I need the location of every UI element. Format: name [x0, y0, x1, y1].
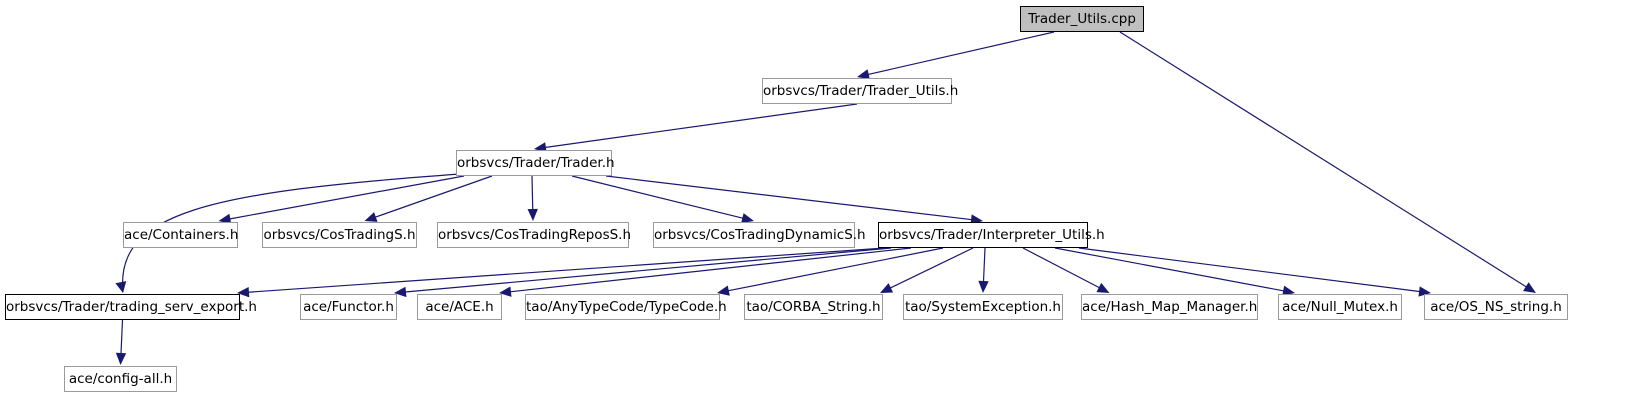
graph-node-ace_os_ns_string_h[interactable]: ace/OS_NS_string.h: [1424, 294, 1568, 320]
edge-arrowhead: [115, 281, 127, 293]
graph-node-tao_corba_string_h[interactable]: tao/CORBA_String.h: [744, 294, 883, 320]
edge-line: [605, 175, 973, 221]
edge-line: [727, 247, 944, 292]
graph-node-label: orbsvcs/CosTradingS.h: [263, 227, 416, 243]
graph-node-label: orbsvcs/Trader/Trader.h: [457, 155, 615, 171]
edge-line: [1078, 247, 1421, 293]
graph-node-ace_null_mutex_h[interactable]: ace/Null_Mutex.h: [1278, 294, 1402, 320]
edge-arrowhead: [499, 286, 512, 297]
graph-node-cos_trading_repos_s_h[interactable]: orbsvcs/CosTradingReposS.h: [437, 222, 632, 248]
graph-node-ace_containers_h[interactable]: ace/Containers.h: [123, 222, 238, 248]
edge-arrowhead: [527, 208, 538, 221]
graph-node-trader_h[interactable]: orbsvcs/Trader/Trader.h: [456, 150, 615, 176]
edge-arrowhead: [394, 286, 407, 298]
edge-line: [121, 173, 461, 293]
edge-arrowhead: [364, 212, 378, 222]
graph-node-ace_hash_map_manager_h[interactable]: ace/Hash_Map_Manager.h: [1081, 294, 1258, 320]
edge-line: [1022, 247, 1100, 289]
edge-arrowhead: [534, 142, 547, 153]
graph-node-label: orbsvcs/CosTradingDynamicS.h: [654, 227, 866, 243]
graph-node-cos_trading_dynamic_s_h[interactable]: orbsvcs/CosTradingDynamicS.h: [653, 222, 866, 248]
edge-line: [571, 175, 744, 219]
graph-node-tao_systemexception_h[interactable]: tao/SystemException.h: [903, 294, 1063, 320]
edge-line: [531, 175, 534, 210]
edge-line: [229, 175, 465, 220]
graph-node-label: orbsvcs/Trader/trading_serv_export.h: [6, 299, 257, 315]
edge-arrowhead: [237, 286, 250, 298]
graph-node-label: Trader_Utils.cpp: [1028, 11, 1136, 27]
edge-arrowhead: [1418, 286, 1431, 297]
graph-node-label: ace/Functor.h: [303, 299, 394, 315]
edge-line: [889, 247, 974, 289]
edge-line: [404, 247, 892, 293]
graph-node-trader_utils_cpp[interactable]: Trader_Utils.cpp: [1020, 6, 1144, 32]
graph-node-label: orbsvcs/Trader/Interpreter_Utils.h: [879, 227, 1105, 243]
edge-arrowhead: [1523, 282, 1536, 293]
edge-line: [374, 175, 493, 218]
graph-node-label: ace/ACE.h: [425, 299, 494, 315]
edge-arrowhead: [880, 283, 894, 293]
edge-arrowhead: [741, 213, 754, 224]
graph-node-label: orbsvcs/CosTradingReposS.h: [438, 227, 632, 243]
graph-node-ace_functor_h[interactable]: ace/Functor.h: [300, 294, 397, 320]
graph-node-label: ace/Hash_Map_Manager.h: [1082, 299, 1258, 315]
graph-node-trader_utils_h[interactable]: orbsvcs/Trader/Trader_Utils.h: [762, 78, 958, 104]
graph-node-ace_ace_h[interactable]: ace/ACE.h: [417, 294, 502, 320]
edge-arrowhead: [978, 280, 989, 293]
edge-arrowhead: [218, 213, 232, 224]
edge-arrowhead: [717, 285, 730, 296]
graph-node-tao_typecode_h[interactable]: tao/AnyTypeCode/TypeCode.h: [525, 294, 727, 320]
graph-node-cos_trading_s_h[interactable]: orbsvcs/CosTradingS.h: [262, 222, 417, 248]
edge-arrowhead: [115, 352, 127, 365]
edge-arrowhead: [1282, 285, 1295, 296]
edge-arrowhead: [1096, 282, 1110, 293]
graph-node-trading_serv_export_h[interactable]: orbsvcs/Trader/trading_serv_export.h: [5, 294, 257, 320]
graph-node-label: ace/config-all.h: [68, 371, 173, 387]
edge-line: [247, 247, 886, 293]
graph-node-label: tao/SystemException.h: [904, 299, 1061, 315]
edge-line: [509, 247, 912, 293]
graph-node-label: orbsvcs/Trader/Trader_Utils.h: [763, 83, 959, 99]
graph-node-label: ace/Null_Mutex.h: [1282, 299, 1398, 315]
graph-node-interpreter_utils_h[interactable]: orbsvcs/Trader/Interpreter_Utils.h: [878, 222, 1105, 248]
edge-line: [982, 247, 986, 282]
edge-line: [120, 319, 124, 354]
graph-node-ace_config_all_h[interactable]: ace/config-all.h: [64, 366, 177, 392]
graph-node-label: tao/AnyTypeCode/TypeCode.h: [526, 299, 727, 315]
edge-line: [1054, 247, 1285, 292]
graph-node-label: ace/Containers.h: [124, 227, 239, 243]
edge-line: [544, 103, 858, 149]
graph-node-label: tao/CORBA_String.h: [746, 299, 881, 315]
graph-node-label: ace/OS_NS_string.h: [1430, 299, 1562, 315]
edge-arrowhead: [857, 69, 870, 80]
edge-line: [1119, 31, 1527, 288]
edge-line: [867, 31, 1055, 76]
